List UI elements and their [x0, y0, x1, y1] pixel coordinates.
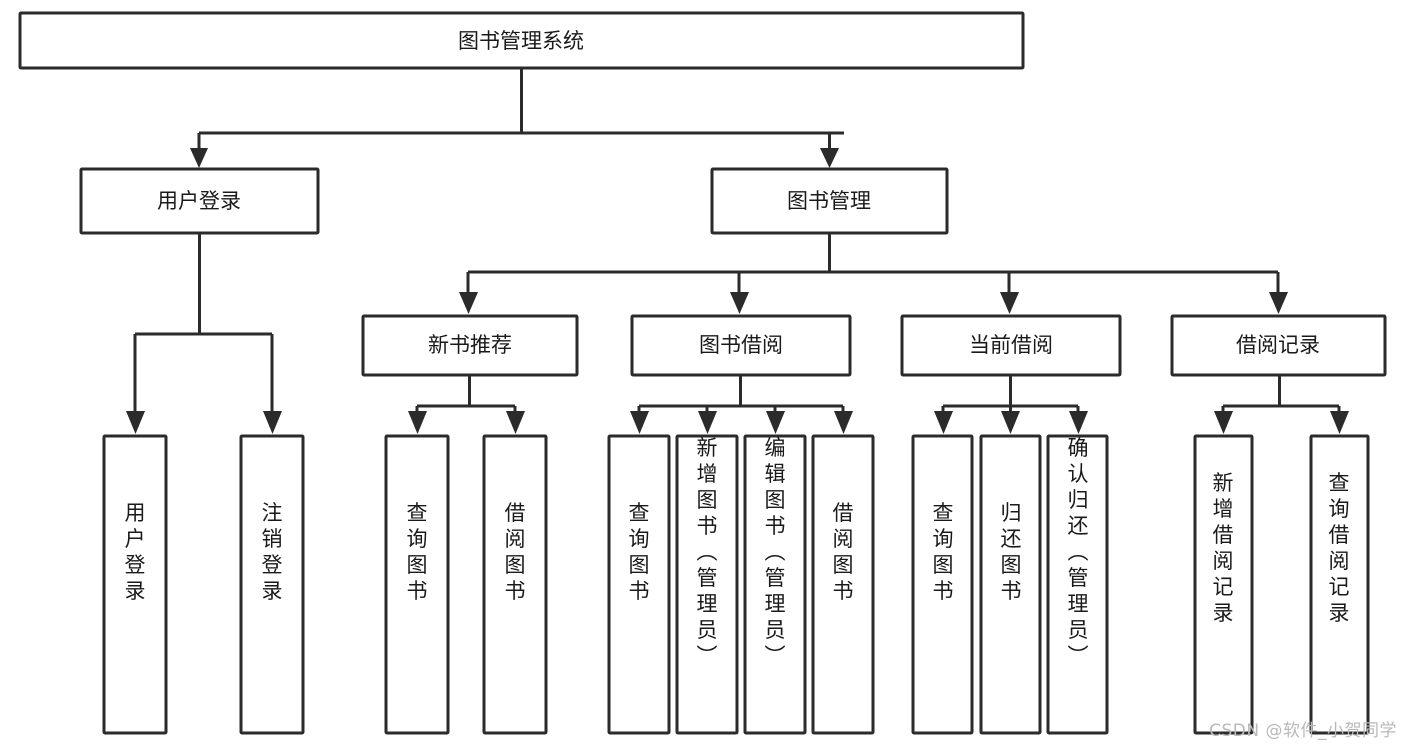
arrowhead-recommend-leaf1 [408, 411, 427, 434]
node-leaf-query-borrow-record-label: 查询借阅记录 [1329, 471, 1350, 625]
node-leaf-add-borrow-record[interactable]: 新增借阅记录 [1193, 434, 1254, 735]
arrowhead-borrow-leaf3 [766, 411, 785, 434]
node-root[interactable]: 图书管理系统 [18, 11, 1025, 70]
arrowhead-bookmanage-l2a [459, 292, 478, 314]
arrowhead-root-to-user-login [190, 148, 208, 168]
arrowhead-borrow-leaf4 [834, 411, 853, 434]
arrowhead-record-leaf1 [1214, 411, 1233, 434]
arrowhead-borrow-leaf1 [630, 411, 649, 434]
node-book-borrow[interactable]: 图书借阅 [630, 314, 852, 377]
node-leaf-borrow-book-label: 借阅图书 [833, 501, 854, 603]
node-leaf-edit-book-label: 编辑图书︵管理员︶ [765, 436, 786, 668]
node-current-borrow[interactable]: 当前借阅 [900, 314, 1122, 377]
node-leaf-query-book-borrow-label: 查询图书 [629, 501, 650, 603]
node-leaf-query-book-borrow[interactable]: 查询图书 [607, 434, 671, 735]
arrowhead-root-to-book-manage [820, 148, 839, 168]
node-book-manage[interactable]: 图书管理 [710, 167, 949, 235]
arrowhead-current-leaf3 [1069, 411, 1088, 434]
node-leaf-query-book-current[interactable]: 查询图书 [911, 434, 974, 735]
node-user-login-label: 用户登录 [157, 189, 241, 213]
node-current-borrow-label: 当前借阅 [969, 333, 1053, 357]
node-leaf-query-borrow-record[interactable]: 查询借阅记录 [1309, 434, 1370, 735]
arrowhead-current-leaf2 [1001, 411, 1020, 434]
node-user-login[interactable]: 用户登录 [79, 167, 320, 235]
arrowhead-userlogin-leaf2 [263, 411, 282, 434]
arrowhead-bookmanage-l2b [730, 292, 749, 314]
node-borrow-record[interactable]: 借阅记录 [1170, 314, 1387, 377]
node-leaf-add-book-label: 新增图书︵管理员︶ [697, 436, 718, 668]
arrowhead-bookmanage-l2d [1269, 292, 1288, 314]
node-leaf-borrow-book-recommend[interactable]: 借阅图书 [482, 434, 548, 735]
node-leaf-query-book-recommend-label: 查询图书 [407, 501, 428, 603]
arrowhead-current-leaf1 [934, 411, 953, 434]
node-leaf-add-borrow-record-label: 新增借阅记录 [1213, 471, 1234, 625]
node-root-label: 图书管理系统 [458, 29, 584, 53]
node-leaf-query-book-recommend[interactable]: 查询图书 [384, 434, 450, 735]
arrowhead-borrow-leaf2 [698, 411, 717, 434]
arrowhead-userlogin-leaf1 [126, 411, 145, 434]
node-leaf-borrow-book[interactable]: 借阅图书 [811, 434, 875, 735]
node-leaf-edit-book[interactable]: 编辑图书︵管理员︶ [743, 434, 807, 735]
node-leaf-confirm-return-label: 确认归还︵管理员︶ [1068, 436, 1089, 668]
node-leaf-add-book[interactable]: 新增图书︵管理员︶ [675, 434, 739, 735]
node-new-book-recommend[interactable]: 新书推荐 [361, 314, 579, 377]
node-leaf-logout-login[interactable]: 注销登录 [239, 434, 305, 735]
node-new-book-recommend-label: 新书推荐 [428, 333, 512, 357]
node-leaf-return-book[interactable]: 归还图书 [979, 434, 1042, 735]
node-leaf-query-book-current-label: 查询图书 [933, 501, 954, 603]
node-leaf-return-book-label: 归还图书 [1001, 501, 1022, 603]
node-leaf-confirm-return[interactable]: 确认归还︵管理员︶ [1046, 434, 1109, 735]
arrowhead-bookmanage-l2c [1000, 292, 1019, 314]
connector-group [126, 68, 1349, 434]
node-leaf-user-login[interactable]: 用户登录 [102, 434, 168, 735]
node-book-manage-label: 图书管理 [787, 189, 871, 213]
arrowhead-record-leaf2 [1330, 411, 1349, 434]
node-leaf-borrow-book-recommend-label: 借阅图书 [505, 501, 526, 603]
node-leaf-logout-login-label: 注销登录 [262, 501, 283, 603]
csdn-watermark: CSDN @软件_小贺同学 [1209, 721, 1397, 741]
node-book-borrow-label: 图书借阅 [699, 333, 783, 357]
node-leaf-user-login-label: 用户登录 [125, 501, 146, 603]
arrowhead-recommend-leaf2 [506, 411, 525, 434]
node-borrow-record-label: 借阅记录 [1236, 333, 1320, 357]
